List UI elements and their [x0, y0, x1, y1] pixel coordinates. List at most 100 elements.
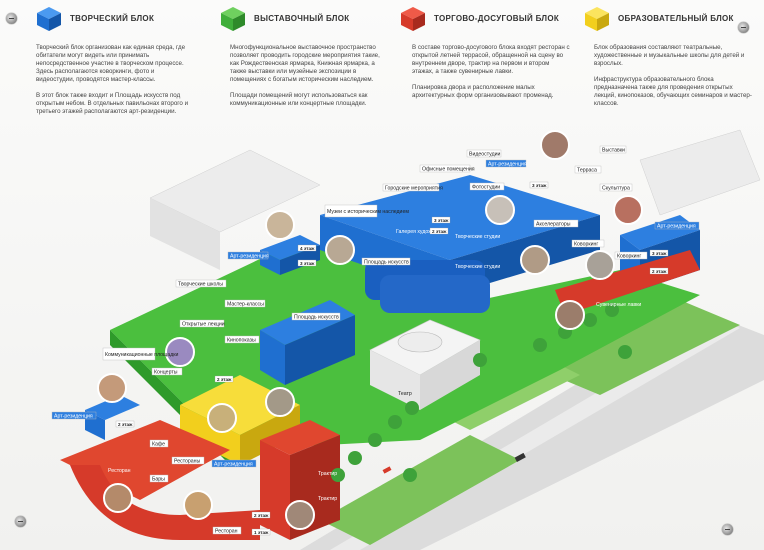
- label-teatr: Театр: [398, 391, 412, 397]
- label-terrasa: Терраса: [577, 168, 597, 174]
- label-kinopokazy: Кинопоказы: [227, 338, 256, 344]
- photo-bubble: [613, 195, 643, 225]
- floor-marker-label: 2 этаж: [217, 377, 232, 382]
- legend-title: ВЫСТАВОЧНЫЙ БЛОК: [254, 14, 350, 23]
- label-tag: Коворкинг: [614, 251, 648, 260]
- photo-bubble: [207, 403, 237, 433]
- label-tvorcheskie-studii: Творческие студии: [455, 234, 500, 240]
- blue-cylinder: [380, 275, 490, 313]
- floor-marker: [214, 375, 234, 383]
- legend-text: В составе торгово-досугового блока входя…: [412, 44, 570, 99]
- label-tag: Коворкинг: [571, 239, 605, 248]
- label-restorany: Рестораны: [174, 459, 201, 465]
- label-kovorking: Коворкинг: [574, 242, 598, 248]
- label-tag: Арт-резиденция: [485, 159, 527, 168]
- photo-bubble: [585, 250, 615, 280]
- label-tvorcheskie-shkoly: Творческие школы: [178, 282, 223, 288]
- label-restoran-bottom: Ресторан: [215, 529, 238, 535]
- tree: [388, 415, 402, 429]
- label-tag: Рестораны: [171, 456, 205, 465]
- floor-marker: [649, 267, 669, 275]
- background-building: [150, 198, 220, 270]
- red-block-souvenir: [555, 250, 700, 315]
- label-tag: Кинопоказы: [224, 335, 260, 344]
- label-tag: Арт-резиденция: [211, 459, 257, 468]
- floor-marker-label: 1 этаж: [254, 530, 269, 535]
- tree: [533, 338, 547, 352]
- label-art-residence-right: Арт-резиденция: [657, 224, 696, 230]
- label-tag: Видеостудии: [466, 149, 502, 158]
- label-videostudii: Видеостудии: [469, 152, 501, 158]
- tree: [403, 468, 417, 482]
- legend-text: Блок образования составляют театральные,…: [594, 44, 752, 107]
- photo-bubble: [555, 300, 585, 330]
- label-tag: Городские мероприятия: [382, 183, 443, 192]
- photo-bubble: [183, 490, 213, 520]
- legend-title: ТВОРЧЕСКИЙ БЛОК: [70, 14, 155, 23]
- label-kontserty: Концерты: [154, 370, 178, 376]
- legend-title: ТОРГОВО-ДОСУГОВЫЙ БЛОК: [434, 14, 560, 23]
- label-ploshchad-iskusstv: Площадь искусств: [364, 260, 409, 266]
- label-restoran: Ресторан: [108, 468, 131, 474]
- floor-marker: [297, 244, 317, 252]
- theater-dome: [397, 331, 443, 353]
- label-otkrytye-lektsii: Открытые лекции: [182, 322, 225, 328]
- photo-bubble: [265, 210, 295, 240]
- floor-marker-label: 2 этаж: [432, 229, 447, 234]
- floor-marker-label: 4 этаж: [300, 246, 315, 251]
- blue-block-top: [320, 175, 600, 260]
- photo-bubble: [325, 235, 355, 265]
- tree: [605, 303, 619, 317]
- label-tag: Терраса: [574, 165, 602, 174]
- grass-area: [540, 300, 740, 395]
- label-fotostudii: Фотостудии: [472, 185, 500, 191]
- floor-marker-label: 2 этаж: [118, 422, 133, 427]
- legend-text: Многофункциональное выставочное простран…: [230, 44, 380, 107]
- label-traktir-2: Трактир: [318, 496, 337, 502]
- photo-bubble: [540, 130, 570, 160]
- label-tag: Офисные помещения: [419, 164, 475, 173]
- background-building: [639, 129, 761, 216]
- label-tag: Мастер-классы: [224, 299, 266, 308]
- photo-bubble: [103, 483, 133, 513]
- photo-bubble: [265, 387, 295, 417]
- label-tag: Акселераторы: [533, 219, 579, 228]
- label-tag: Фотостудии: [469, 182, 505, 191]
- label-tag: Скульптура: [599, 183, 633, 192]
- red-block-curve: [70, 465, 260, 540]
- tree: [368, 433, 382, 447]
- screw-bottom-left: [15, 516, 26, 527]
- photo-bubble: [485, 195, 515, 225]
- tree: [331, 468, 345, 482]
- red-block-tower: [260, 420, 340, 455]
- floor-marker-label: 2 этаж: [652, 269, 667, 274]
- label-skulptura: Скульптура: [602, 186, 630, 192]
- floor-marker: [649, 249, 669, 257]
- screw-bottom-right: [722, 524, 733, 535]
- screw-top-right: [738, 22, 749, 33]
- label-gorodskie: Городские мероприятия: [385, 186, 443, 192]
- floor-marker: [431, 216, 451, 224]
- background-building: [149, 149, 321, 233]
- grass-area: [320, 435, 520, 545]
- tree: [583, 313, 597, 327]
- label-art-residence-bottom: Арт-резиденция: [214, 462, 253, 468]
- label-tag: Арт-резиденция: [654, 221, 700, 230]
- label-kovorking-2: Коворкинг: [617, 254, 641, 260]
- floor-marker: [115, 420, 135, 428]
- green-cube-icon: [221, 7, 245, 31]
- tree: [348, 451, 362, 465]
- label-art-residence-left: Арт-резиденция: [54, 414, 93, 420]
- label-vystavki: Выставки: [602, 148, 625, 154]
- isometric-complex-map: Видеостудии Арт-резиденция Выставки Офис…: [51, 129, 764, 550]
- label-tag: Выставки: [599, 145, 627, 154]
- floor-marker: [251, 528, 271, 536]
- label-suvenirnye: Сувенирные лавки: [596, 302, 641, 308]
- floor-marker-label: 3 этаж: [532, 183, 547, 188]
- yellow-cube-icon: [585, 7, 609, 31]
- blue-block-left-front: [260, 330, 285, 385]
- floor-marker: [529, 181, 549, 189]
- floor-markers: 4 этаж 3 этаж 3 этаж 3 этаж 3 этаж 2 эта…: [115, 181, 669, 536]
- theater-building-side: [420, 340, 480, 410]
- legend-title: ОБРАЗОВАТЕЛЬНЫЙ БЛОК: [618, 14, 734, 23]
